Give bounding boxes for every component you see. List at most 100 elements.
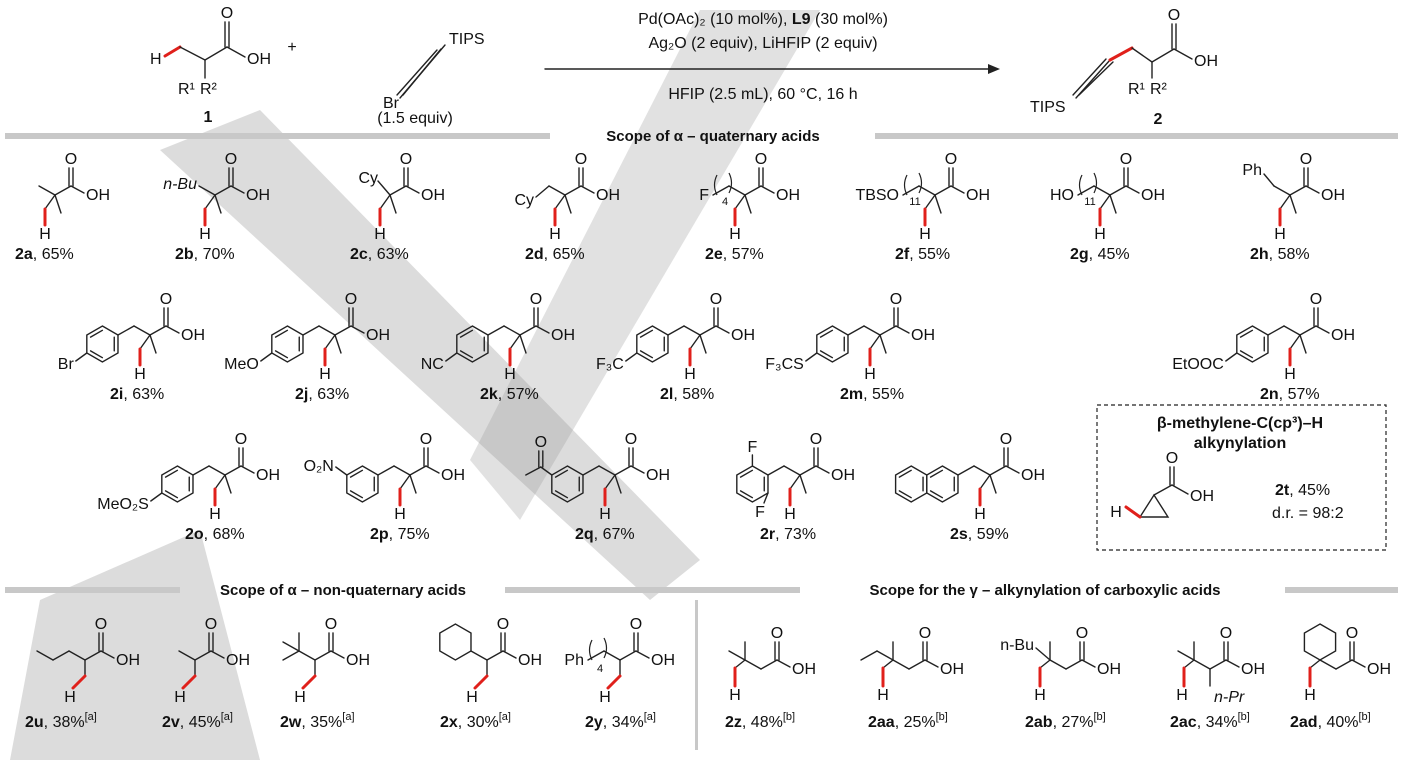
- section-divider: [5, 587, 180, 593]
- substituent-label: n-Pr: [1214, 689, 1245, 706]
- box-title: β-methylene-C(cp³)–H: [1157, 415, 1323, 432]
- bond: [1289, 185, 1307, 196]
- substituent-label: F: [748, 439, 758, 456]
- bond: [1315, 325, 1330, 334]
- repeat-count: 11: [1084, 196, 1095, 208]
- compound-yield: , 63%: [308, 386, 349, 403]
- atom-label: O: [810, 431, 822, 448]
- bond: [396, 49, 438, 96]
- bond: [389, 194, 397, 214]
- conditions-line-1: Pd(OAc)₂ (10 mol%), L9 (30 mol%): [638, 11, 888, 28]
- atom-label: OH: [551, 327, 575, 344]
- atom-label: H: [174, 689, 186, 706]
- bond: [52, 650, 70, 661]
- atom-label: H: [784, 506, 796, 523]
- compound-yield: , 67%: [594, 526, 635, 543]
- bond: [89, 350, 104, 359]
- substituent-label: F₃C: [596, 356, 624, 373]
- compound-id: 2e: [705, 246, 723, 263]
- atom-label: O: [65, 151, 77, 168]
- ring: [1303, 623, 1337, 661]
- bond: [165, 325, 180, 334]
- atom-label: OH: [181, 327, 205, 344]
- bond: [619, 650, 637, 661]
- compound-yield: , 38%: [44, 714, 85, 731]
- bond: [1177, 650, 1195, 661]
- bond: [603, 650, 621, 661]
- atom-label: OH: [246, 187, 270, 204]
- compound-id: 2c: [350, 246, 368, 263]
- bond: [989, 465, 1007, 476]
- bond: [580, 185, 595, 194]
- compound-label: 2o, 68%: [185, 526, 245, 543]
- bond: [918, 185, 936, 196]
- atom-label: OH: [1021, 467, 1045, 484]
- atom-label: O: [160, 291, 172, 308]
- bond: [639, 329, 654, 338]
- compound-yield: , 30%: [458, 714, 499, 731]
- atom-label: OH: [1241, 661, 1265, 678]
- atom-label: H: [374, 226, 386, 243]
- atom-label: OH: [646, 467, 670, 484]
- atom-label: OH: [86, 187, 110, 204]
- bond: [1109, 194, 1117, 214]
- bond: [208, 465, 226, 476]
- bond: [399, 474, 411, 490]
- atom-label: H: [729, 226, 741, 243]
- footnote-mark: [a]: [342, 711, 354, 723]
- atom-label: OH: [1190, 488, 1214, 505]
- bond: [1099, 194, 1111, 210]
- atom-label: R¹: [1128, 81, 1145, 98]
- bond: [882, 659, 894, 669]
- compound-yield: , 58%: [673, 386, 714, 403]
- atom-label: OH: [116, 652, 140, 669]
- atom-label: O: [497, 616, 509, 633]
- compound-yield: , 68%: [204, 526, 245, 543]
- footnote-mark: [b]: [783, 711, 795, 723]
- compound-label: 2b, 70%: [175, 246, 235, 263]
- atom-label: O: [235, 431, 247, 448]
- bond: [876, 650, 894, 661]
- compound-id: 2v: [162, 714, 180, 731]
- bond: [879, 334, 887, 354]
- bond: [349, 490, 364, 499]
- atom-label: OH: [651, 652, 675, 669]
- bond: [924, 659, 939, 668]
- atom-label: O: [325, 616, 337, 633]
- compound-number: 1: [204, 109, 213, 126]
- compound-id: 2m: [840, 386, 863, 403]
- bond: [535, 325, 550, 334]
- ring: [816, 325, 849, 363]
- compound-label: 2c, 63%: [350, 246, 409, 263]
- bond: [683, 325, 701, 336]
- atom-label: OH: [346, 652, 370, 669]
- bond: [179, 46, 206, 61]
- bond: [68, 650, 86, 661]
- bond: [1131, 47, 1153, 63]
- bond: [194, 650, 212, 661]
- bond: [1305, 185, 1320, 194]
- bond: [554, 194, 566, 210]
- compound-yield: , 73%: [775, 526, 816, 543]
- footnote-mark: [a]: [499, 711, 511, 723]
- atom-label: H: [466, 689, 478, 706]
- ring: [86, 325, 119, 363]
- atom-label: O: [945, 151, 957, 168]
- bond: [178, 650, 196, 661]
- compound-id: 2t: [1275, 482, 1290, 499]
- bond: [509, 334, 521, 350]
- reaction-arrow-head: [988, 64, 1000, 74]
- ring: [636, 325, 669, 363]
- compound-yield: , 63%: [368, 246, 409, 263]
- bond: [898, 490, 912, 499]
- bond: [630, 465, 645, 474]
- bond: [739, 490, 754, 499]
- bond: [149, 325, 167, 336]
- compound-yield: , 59%: [968, 526, 1009, 543]
- footnote-mark: [b]: [936, 711, 948, 723]
- bond: [139, 334, 151, 350]
- atom-label: H: [64, 689, 76, 706]
